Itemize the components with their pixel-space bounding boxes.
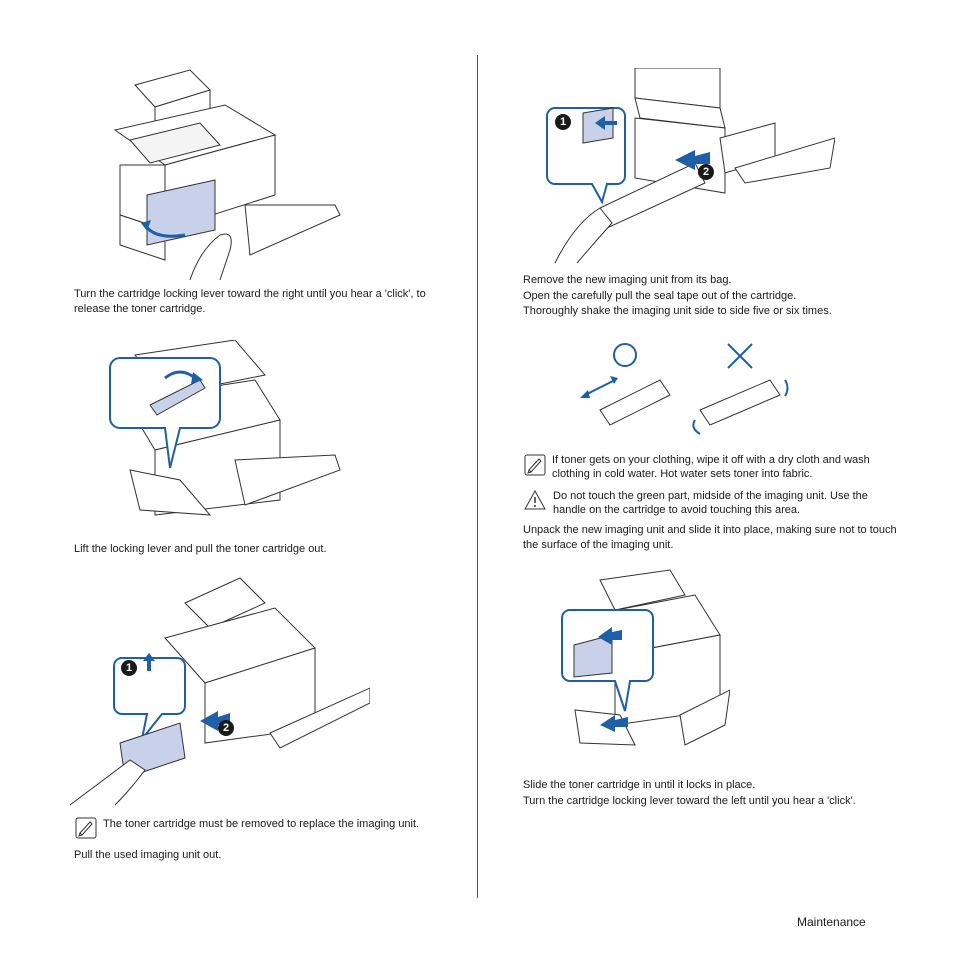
shake-direction-illustration	[580, 343, 789, 435]
remove-from-bag-text: Remove the new imaging unit from its bag…	[523, 274, 732, 286]
pull-toner-cartridge-illustration	[70, 577, 370, 806]
shake-imaging-unit-text: Thoroughly shake the imaging unit side t…	[523, 305, 832, 317]
warning-icon	[524, 490, 546, 510]
column-divider	[477, 55, 478, 898]
toner-clothing-note-text: If toner gets on your clothing, wipe it …	[552, 454, 870, 480]
step-pull-imaging-unit-text: Pull the used imaging unit out.	[74, 849, 222, 861]
note-icon	[524, 454, 546, 476]
footer-section-title: Maintenance	[797, 915, 866, 929]
lift-locking-lever-illustration	[109, 340, 341, 516]
slide-cartridge-text: Slide the toner cartridge in until it lo…	[523, 779, 756, 791]
unpack-slide-text: Unpack the new imaging unit and slide it…	[523, 524, 897, 551]
remove-imaging-unit-illustration	[546, 68, 835, 264]
callout-number-1: 1	[555, 114, 571, 130]
printer-open-door-illustration	[113, 69, 341, 281]
pull-seal-tape-text: Open the carefully pull the seal tape ou…	[523, 290, 797, 302]
note-icon	[75, 817, 97, 839]
callout-number-2: 2	[698, 164, 714, 180]
note-text: The toner cartridge must be removed to r…	[103, 818, 420, 830]
slide-cartridge-in-illustration	[561, 569, 730, 746]
correct-circle-icon	[613, 343, 637, 367]
turn-lever-left-text: Turn the cartridge locking lever toward …	[523, 795, 856, 807]
step-lift-lever-text: Lift the locking lever and pull the tone…	[74, 543, 327, 555]
callout-number-2: 2	[218, 720, 234, 736]
green-part-warning-text: Do not touch the green part, midside of …	[553, 490, 868, 516]
step-turn-lever-text: Turn the cartridge locking lever toward …	[74, 288, 426, 315]
callout-number-1: 1	[121, 660, 137, 676]
